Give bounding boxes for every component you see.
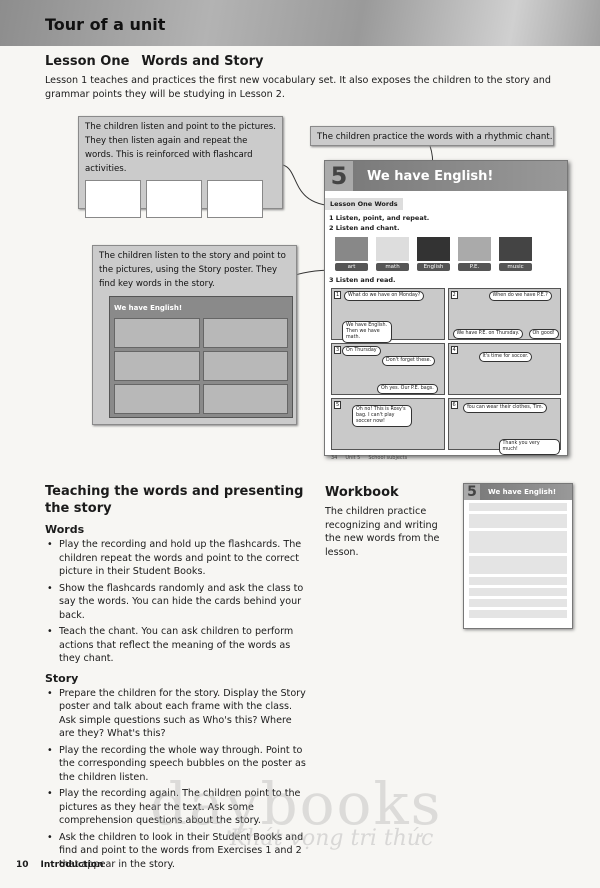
flashcard-art-image — [85, 180, 141, 218]
sb-topic: School subjects — [368, 455, 408, 461]
unit-number: 5 — [325, 161, 353, 191]
callout-story: The children listen to the story and poi… — [92, 245, 297, 425]
word-card: P.E. — [458, 237, 491, 271]
workbook-page-image: 5 We have English! — [463, 483, 573, 629]
student-book-header: 5 We have English! — [325, 161, 567, 191]
watermark-slogan: Khát vọng tri thức — [230, 826, 434, 851]
list-item: Prepare the children for the story. Disp… — [45, 687, 307, 741]
frame-number: 1 — [334, 291, 342, 299]
speech-bubble: You can wear their clothes, Tim. — [462, 403, 548, 413]
speech-bubble: Don't forget these. — [382, 356, 436, 366]
callout-chant: The children practice the words with a r… — [310, 126, 554, 146]
flashcard-math-image — [146, 180, 202, 218]
speech-bubble: We have P.E. on Thursday. — [452, 329, 524, 339]
student-book-footer: 34 Unit 5 School subjects — [325, 453, 567, 463]
page-number: 10 — [16, 860, 29, 870]
list-item: Teach the chant. You can ask children to… — [45, 625, 307, 666]
frame-number: 3 — [334, 346, 342, 354]
workbook-section: Workbook The children practice recognizi… — [325, 484, 455, 559]
frame-number: 6 — [450, 401, 458, 409]
speech-bubble: What do we have on Monday? — [344, 291, 425, 301]
speech-bubble: Oh yes. Our P.E. bags. — [377, 384, 438, 394]
list-item: Play the recording and hold up the flash… — [45, 538, 307, 579]
frame-number: 5 — [334, 401, 342, 409]
lesson-intro: Lesson 1 teaches and practices the first… — [45, 75, 551, 100]
story-frame: 5 Oh no! This is Rosy's bag. I can't play… — [331, 398, 445, 450]
workbook-heading: Workbook — [325, 485, 399, 500]
lesson-heading: Lesson One Words and Story — [45, 54, 275, 69]
speech-bubble: We have English. Then we have math. — [342, 321, 392, 343]
wb-unit-number: 5 — [464, 484, 480, 500]
word-label: English — [417, 263, 450, 271]
story-heading: Story — [45, 671, 79, 685]
list-item: Play the recording again. The children p… — [45, 787, 307, 828]
callout-text: The children listen and point to the pic… — [85, 122, 276, 174]
wb-title: We have English! — [488, 488, 557, 496]
speech-bubble: When do we have P.E.? — [488, 291, 552, 301]
teaching-section: Teaching the words and presenting the st… — [45, 483, 307, 874]
word-label: music — [499, 263, 532, 271]
workbook-page-header: 5 We have English! — [464, 484, 572, 500]
word-card: English — [417, 237, 450, 271]
exercise-2: 2 Listen and chant. — [329, 224, 400, 232]
callout-flashcards: The children listen and point to the pic… — [78, 116, 283, 218]
speech-bubble: Oh good! — [528, 329, 559, 339]
flashcard-thumbnails — [85, 180, 276, 218]
speech-bubble: On Thursday — [342, 346, 381, 356]
word-label: P.E. — [458, 263, 491, 271]
list-item: Show the flashcards randomly and ask the… — [45, 582, 307, 623]
watermark-logo: daybooks — [150, 770, 443, 838]
speech-bubble: Thank you very much! — [498, 439, 560, 455]
unit-title: We have English! — [367, 168, 494, 184]
words-heading: Words — [45, 523, 85, 536]
flashcard-pe-image — [207, 180, 263, 218]
callout-text: The children listen to the story and poi… — [99, 251, 286, 289]
word-cards: art math English P.E. music — [325, 233, 567, 275]
story-list: Prepare the children for the story. Disp… — [45, 687, 307, 872]
speech-bubble: It's time for soccer. — [478, 352, 533, 362]
poster-frame — [114, 384, 200, 414]
list-item: Ask the children to look in their Studen… — [45, 831, 307, 872]
speech-bubble: Oh no! This is Rosy's bag. I can't play … — [352, 405, 412, 427]
word-card: math — [376, 237, 409, 271]
poster-title: We have English! — [114, 304, 183, 312]
frame-number: 2 — [450, 291, 458, 299]
word-label: art — [335, 263, 368, 271]
exercise-3: 3 Listen and read. — [329, 276, 396, 284]
story-frame: 2 When do we have P.E.? We have P.E. on Th… — [447, 288, 561, 340]
list-item: Play the recording the whole way through… — [45, 744, 307, 785]
workbook-text: The children practice recognizing and wr… — [325, 506, 440, 558]
story-poster-image: We have English! — [109, 296, 293, 418]
poster-frame — [114, 318, 200, 348]
page-title: Tour of a unit — [45, 15, 166, 34]
story-frame: 6 You can wear their clothes, Tim. Thank y… — [447, 398, 561, 455]
page-footer: 10 Introduction — [16, 860, 115, 870]
word-card: music — [499, 237, 532, 271]
teaching-heading: Teaching the words and presenting the st… — [45, 484, 304, 516]
poster-frame — [114, 351, 200, 381]
poster-frame — [202, 384, 288, 414]
sb-unit: Unit 5 — [345, 455, 361, 461]
frame-number: 4 — [450, 346, 458, 354]
exercise-1: 1 Listen, point, and repeat. — [329, 214, 430, 222]
sb-page-number: 34 — [331, 455, 338, 461]
footer-section: Introduction — [40, 860, 104, 870]
poster-frame — [202, 318, 288, 348]
lesson-label: Lesson One — [45, 54, 130, 69]
header-band — [0, 0, 600, 46]
words-list: Play the recording and hold up the flash… — [45, 538, 307, 666]
lesson-name: Words and Story — [141, 54, 264, 69]
poster-frame — [202, 351, 288, 381]
student-book-page: 5 We have English! Lesson One Words 1 Lis… — [324, 160, 568, 461]
word-card: art — [335, 237, 368, 271]
lesson-tag: Lesson One Words — [325, 198, 403, 210]
word-label: math — [376, 263, 409, 271]
